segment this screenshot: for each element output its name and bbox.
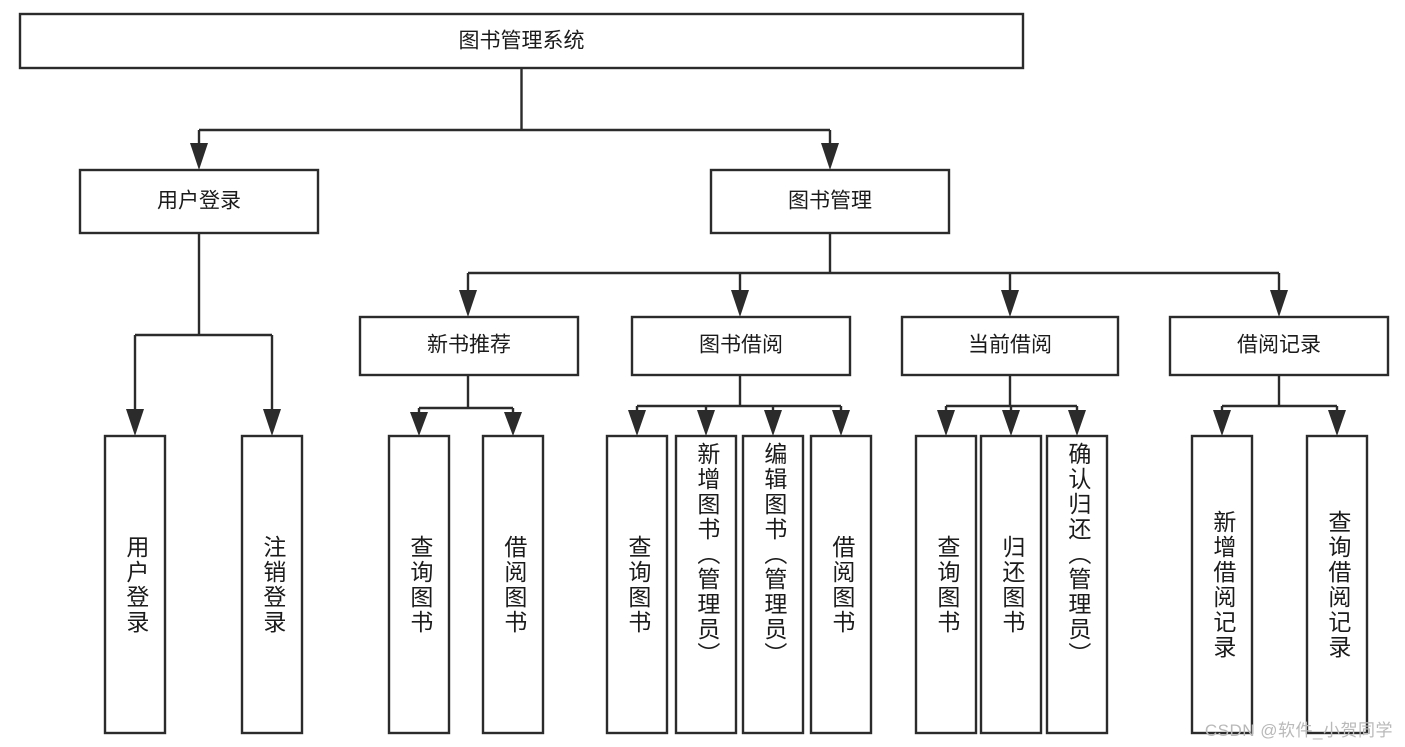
node-user-login-box[interactable]: [78, 168, 320, 235]
arrow-head-to-new-book: [459, 290, 477, 317]
arrow-head-borrow-leaf4: [832, 410, 850, 436]
arrow-head-current-leaf3: [1068, 410, 1086, 436]
node-leaf-box-2[interactable]: [387, 434, 451, 735]
node-book-borrow-box[interactable]: [630, 315, 852, 377]
connector-group-user-login: [126, 233, 281, 436]
node-leaf-box-4[interactable]: [605, 434, 669, 735]
node-book-borrow-label: 图书借阅: [699, 334, 783, 357]
connector-group-new-book: [410, 375, 522, 436]
arrow-head-to-current-borrow: [1001, 290, 1019, 317]
arrow-head-to-book-borrow: [731, 290, 749, 317]
node-new-book-label: 新书推荐: [427, 334, 511, 357]
connector-group-current-borrow: [937, 375, 1086, 436]
node-leaf-box-9[interactable]: [979, 434, 1043, 735]
node-leaf-box-12[interactable]: [1305, 434, 1369, 735]
node-new-book-box[interactable]: [358, 315, 580, 377]
node-current-borrow-box[interactable]: [900, 315, 1120, 377]
arrow-head-user-leaf2: [263, 409, 281, 436]
node-root-label: 图书管理系统: [459, 30, 585, 53]
connector-group-book-manage: [459, 233, 1288, 317]
node-leaf-box-5[interactable]: [674, 434, 738, 735]
node-leaf-box-3[interactable]: [481, 434, 545, 735]
connector-group-book-borrow: [628, 375, 850, 436]
arrow-head-to-book-manage: [821, 143, 839, 170]
node-leaf-box-0[interactable]: [103, 434, 167, 735]
arrow-head-current-leaf1: [937, 410, 955, 436]
node-current-borrow-label: 当前借阅: [968, 334, 1052, 357]
node-root-box[interactable]: [18, 12, 1025, 70]
arrow-head-record-leaf2: [1328, 410, 1346, 436]
node-book-manage-box[interactable]: [709, 168, 951, 235]
node-leaf-box-6[interactable]: [741, 434, 805, 735]
arrow-head-newbook-leaf2: [504, 412, 522, 436]
watermark-text: CSDN @软件_小贺同学: [1204, 721, 1393, 740]
arrow-head-record-leaf1: [1213, 410, 1231, 436]
arrow-head-user-leaf1: [126, 409, 144, 436]
node-user-login-label: 用户登录: [157, 190, 241, 213]
node-leaf-box-8[interactable]: [914, 434, 978, 735]
arrow-head-borrow-leaf3: [764, 410, 782, 436]
node-borrow-record-box[interactable]: [1168, 315, 1390, 377]
arrow-head-to-user-login: [190, 143, 208, 170]
node-leaf-box-11[interactable]: [1190, 434, 1254, 735]
arrow-head-current-leaf2: [1002, 410, 1020, 436]
node-book-manage-label: 图书管理: [788, 190, 872, 213]
arrow-head-to-borrow-record: [1270, 290, 1288, 317]
node-leaf-box-10[interactable]: [1045, 434, 1109, 735]
arrow-head-borrow-leaf2: [697, 410, 715, 436]
connector-group-borrow-record: [1213, 375, 1346, 436]
connector-group-root: [190, 68, 839, 170]
arrow-head-newbook-leaf1: [410, 412, 428, 436]
arrow-head-borrow-leaf1: [628, 410, 646, 436]
node-borrow-record-label: 借阅记录: [1237, 334, 1321, 357]
node-leaf-box-7[interactable]: [809, 434, 873, 735]
node-leaf-box-1[interactable]: [240, 434, 304, 735]
